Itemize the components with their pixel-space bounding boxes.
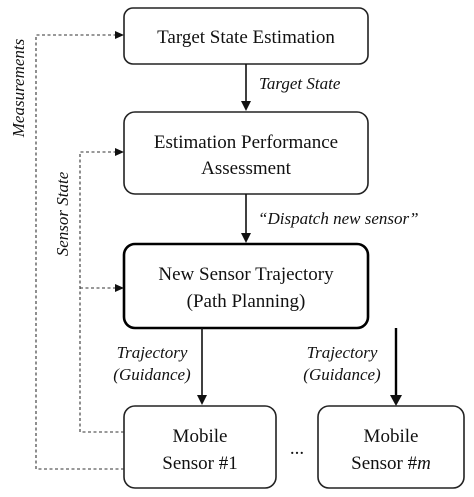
- new-sensor-trajectory-box: New Sensor Trajectory (Path Planning): [122, 242, 370, 330]
- sensor-ellipsis: ...: [290, 438, 304, 459]
- mobile-sensor-1-line1: Mobile: [173, 426, 228, 447]
- trajectory-right-label-2: (Guidance): [303, 365, 381, 384]
- mobile-sensor-m-box: Mobile Sensor #m: [317, 405, 465, 489]
- performance-assessment-box: Estimation Performance Assessment: [123, 111, 369, 195]
- sensor-state-arrowhead-middle: [115, 284, 124, 292]
- sensor-state-feedback-line: [79, 151, 124, 433]
- mobile-sensor-1-box: Mobile Sensor #1: [123, 405, 277, 489]
- mobile-sensor-m-prefix: Sensor #: [351, 453, 417, 474]
- dispatch-arrowhead: [241, 233, 251, 243]
- target-state-label: Target State: [259, 74, 341, 93]
- trajectory-left-label-2: (Guidance): [113, 365, 191, 384]
- mobile-sensor-1-line2: Sensor #1: [162, 453, 237, 474]
- measurements-label: Measurements: [9, 38, 28, 138]
- new-sensor-trajectory-line2: (Path Planning): [187, 291, 306, 312]
- measurements-feedback-arrowhead: [115, 31, 124, 39]
- trajectory-right-arrowhead: [390, 395, 402, 406]
- target-state-estimation-box: Target State Estimation: [123, 7, 369, 65]
- sensor-state-arrowhead-top: [115, 148, 124, 156]
- performance-assessment-line2: Assessment: [201, 158, 291, 179]
- target-state-estimation-label: Target State Estimation: [157, 27, 335, 48]
- mobile-sensor-m-line1: Mobile: [364, 426, 419, 447]
- new-sensor-trajectory-line1: New Sensor Trajectory: [158, 264, 334, 285]
- target-state-arrowhead: [241, 101, 251, 111]
- trajectory-right-label-1: Trajectory: [307, 343, 378, 362]
- trajectory-left-arrowhead: [197, 395, 207, 405]
- mobile-sensor-m-line2: Sensor #m: [351, 453, 431, 474]
- mobile-sensor-m-variable: m: [417, 453, 431, 474]
- sensor-state-label: Sensor State: [53, 171, 72, 256]
- dispatch-label: “Dispatch new sensor”: [258, 209, 419, 228]
- trajectory-left-label-1: Trajectory: [117, 343, 188, 362]
- performance-assessment-line1: Estimation Performance: [154, 132, 338, 153]
- measurements-feedback-line: [35, 34, 124, 470]
